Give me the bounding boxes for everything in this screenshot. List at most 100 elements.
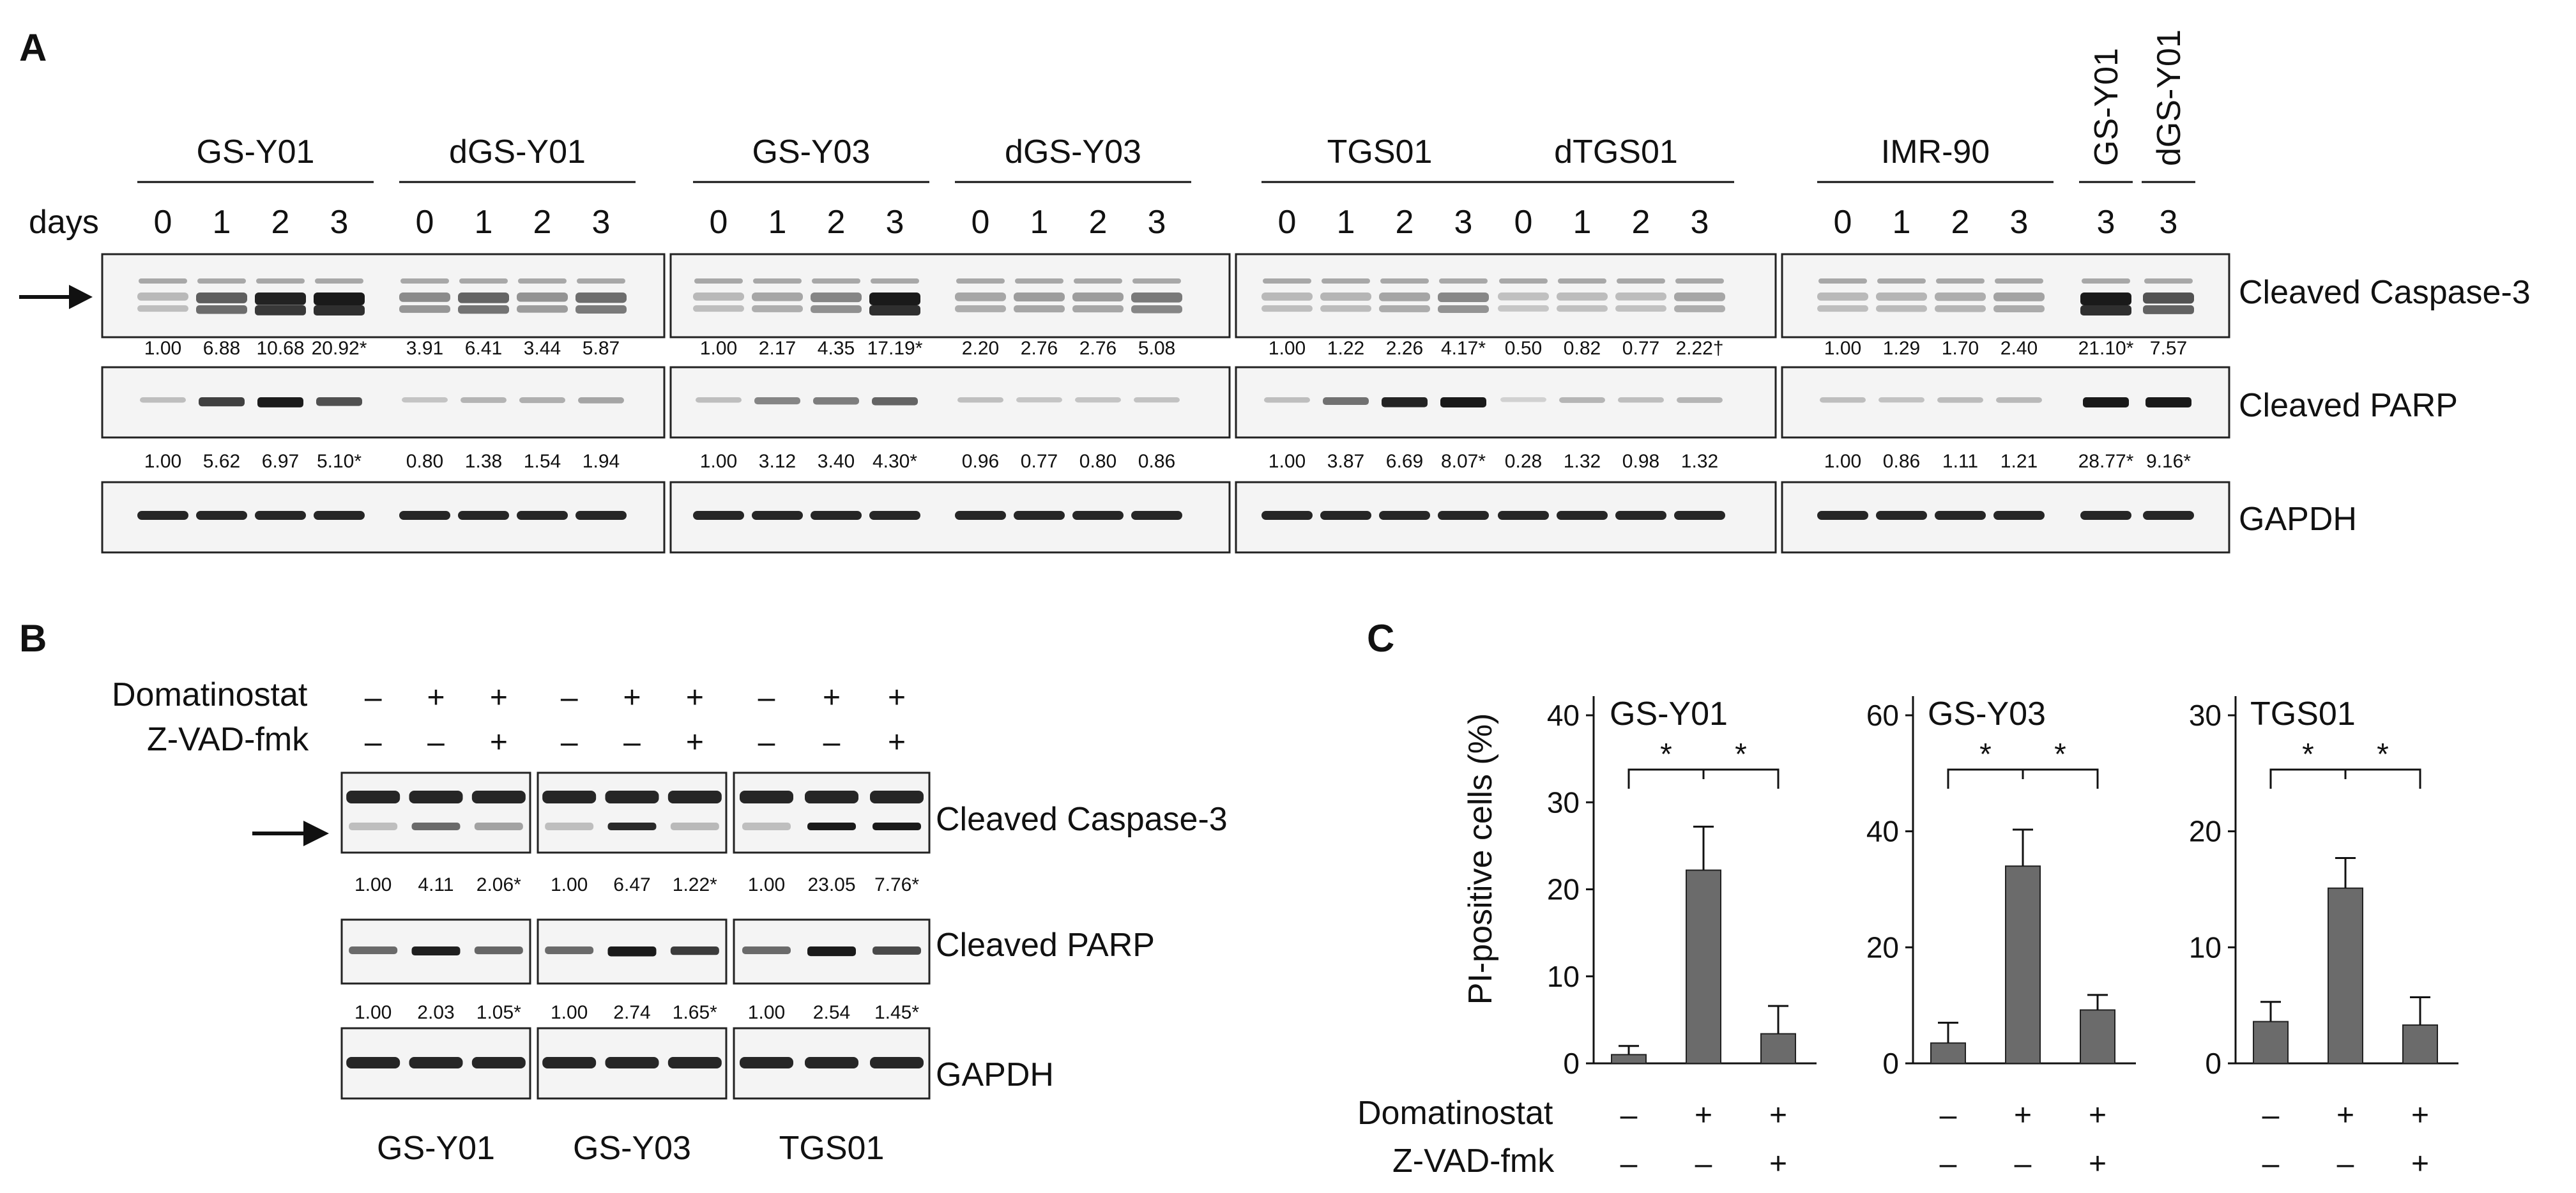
day-label: 3 <box>2160 204 2178 241</box>
day-label: 2 <box>271 204 290 241</box>
caspase-band <box>1379 293 1430 301</box>
c-treatment-sign: – <box>1620 1098 1638 1132</box>
caspase-upper-band <box>400 278 449 284</box>
b-cell-label: GS-Y03 <box>573 1130 691 1167</box>
parp-band <box>1382 397 1428 407</box>
gapdh-band <box>196 511 247 520</box>
parp-band <box>957 397 1003 403</box>
blot-box <box>669 366 1231 439</box>
c-treatment-sign: – <box>2262 1098 2280 1132</box>
parp-quant: 0.80 <box>406 451 443 472</box>
gapdh-band <box>458 511 509 520</box>
extra-lane-label: dGS-Y01 <box>2151 29 2188 166</box>
caspase-upper-band <box>1074 278 1122 284</box>
b-row-label-caspase: Cleaved Caspase-3 <box>936 801 1228 838</box>
caspase-upper-band <box>1322 278 1370 284</box>
b-treatment-sign: + <box>623 681 641 715</box>
b-gapdh-band <box>740 1057 793 1068</box>
day-label: 0 <box>710 204 728 241</box>
day-label: 2 <box>533 204 552 241</box>
b-gapdh-band <box>667 1057 722 1068</box>
c-treatment-sign: + <box>2089 1147 2107 1181</box>
caspase-quant: 1.70 <box>1942 338 1979 359</box>
caspase-quant: 3.91 <box>406 338 443 359</box>
significance-star: * <box>2302 738 2314 771</box>
parp-band <box>1500 397 1546 402</box>
bar <box>2005 865 2041 1064</box>
b-caspase-top-band <box>740 791 793 803</box>
b-treatment-sign: + <box>686 681 704 715</box>
gapdh-band <box>1131 511 1182 520</box>
parp-quant: 1.38 <box>465 451 502 472</box>
caspase-band <box>1876 293 1927 301</box>
b-gapdh-band <box>471 1057 526 1068</box>
b-parp-band <box>474 946 523 955</box>
y-tick-label: 20 <box>1866 931 1899 964</box>
b-parp-band <box>411 946 461 956</box>
day-label: 3 <box>1454 204 1473 241</box>
c-treatment-label-domatinostat: Domatinostat <box>1357 1095 1553 1132</box>
caspase-upper-band <box>1936 278 1985 284</box>
gapdh-band <box>1817 511 1868 520</box>
b-treatment-sign: + <box>427 681 445 715</box>
parp-quant: 5.10* <box>317 451 362 472</box>
b-gapdh-band <box>409 1057 463 1068</box>
parp-band <box>1440 397 1486 407</box>
b-caspase-top-band <box>346 791 400 803</box>
b-treatment-sign: – <box>365 681 382 715</box>
parp-quant: 1.32 <box>1564 451 1601 472</box>
bar <box>2402 1024 2438 1065</box>
caspase-band-lower <box>2080 305 2131 315</box>
parp-quant: 4.30* <box>873 451 917 472</box>
parp-band <box>1996 397 2042 403</box>
day-label: 1 <box>1337 204 1355 241</box>
c-treatment-sign: + <box>2411 1098 2429 1132</box>
caspase-upper-band <box>956 278 1005 284</box>
gapdh-band <box>1438 511 1489 520</box>
gapdh-band <box>752 511 803 520</box>
caspase-band-lower <box>1615 305 1666 312</box>
gapdh-band <box>1379 511 1430 520</box>
caspase-band-lower <box>1674 305 1725 312</box>
parp-quant: 1.21 <box>2001 451 2038 472</box>
caspase-band <box>458 293 509 303</box>
parp-band <box>1559 397 1605 403</box>
day-label: 2 <box>1951 204 1970 241</box>
group-label: dGS-Y03 <box>1005 133 1141 171</box>
gapdh-band <box>1014 511 1065 520</box>
blot-box <box>101 366 666 439</box>
b-caspase-band <box>873 823 921 830</box>
parp-quant: 6.69 <box>1386 451 1423 472</box>
caspase-band <box>1993 293 2045 301</box>
caspase-quant: 1.22 <box>1327 338 1364 359</box>
day-label: 0 <box>1834 204 1852 241</box>
parp-band <box>1677 397 1723 403</box>
c-treatment-sign: + <box>2089 1098 2107 1132</box>
caspase-band-lower <box>2143 305 2194 314</box>
caspase-quant: 1.00 <box>700 338 737 359</box>
b-treatment-sign: + <box>490 726 508 759</box>
caspase-quant: 0.82 <box>1564 338 1601 359</box>
b-blot-box <box>733 771 931 854</box>
b-treatment-sign: – <box>823 726 841 759</box>
row-label-parp: Cleaved PARP <box>2239 387 2458 424</box>
parp-band <box>199 397 245 407</box>
c-treatment-sign: – <box>2015 1147 2032 1181</box>
caspase-band <box>196 293 247 303</box>
day-label: 0 <box>416 204 434 241</box>
caspase-band-lower <box>1557 305 1608 312</box>
day-label: 1 <box>475 204 493 241</box>
caspase-quant: 2.76 <box>1021 338 1058 359</box>
caspase-upper-band <box>256 278 305 284</box>
c-ylabel: PI-positive cells (%) <box>1462 713 1499 1005</box>
caspase-band <box>1320 293 1371 301</box>
caspase-band <box>255 293 306 305</box>
b-treatment-sign: + <box>888 726 906 759</box>
y-tick-label: 30 <box>2189 699 2222 732</box>
parp-band <box>1264 397 1310 403</box>
y-tick-label: 10 <box>1547 960 1580 993</box>
chart-title: GS-Y03 <box>1928 695 2046 733</box>
caspase-band-lower <box>1320 305 1371 312</box>
